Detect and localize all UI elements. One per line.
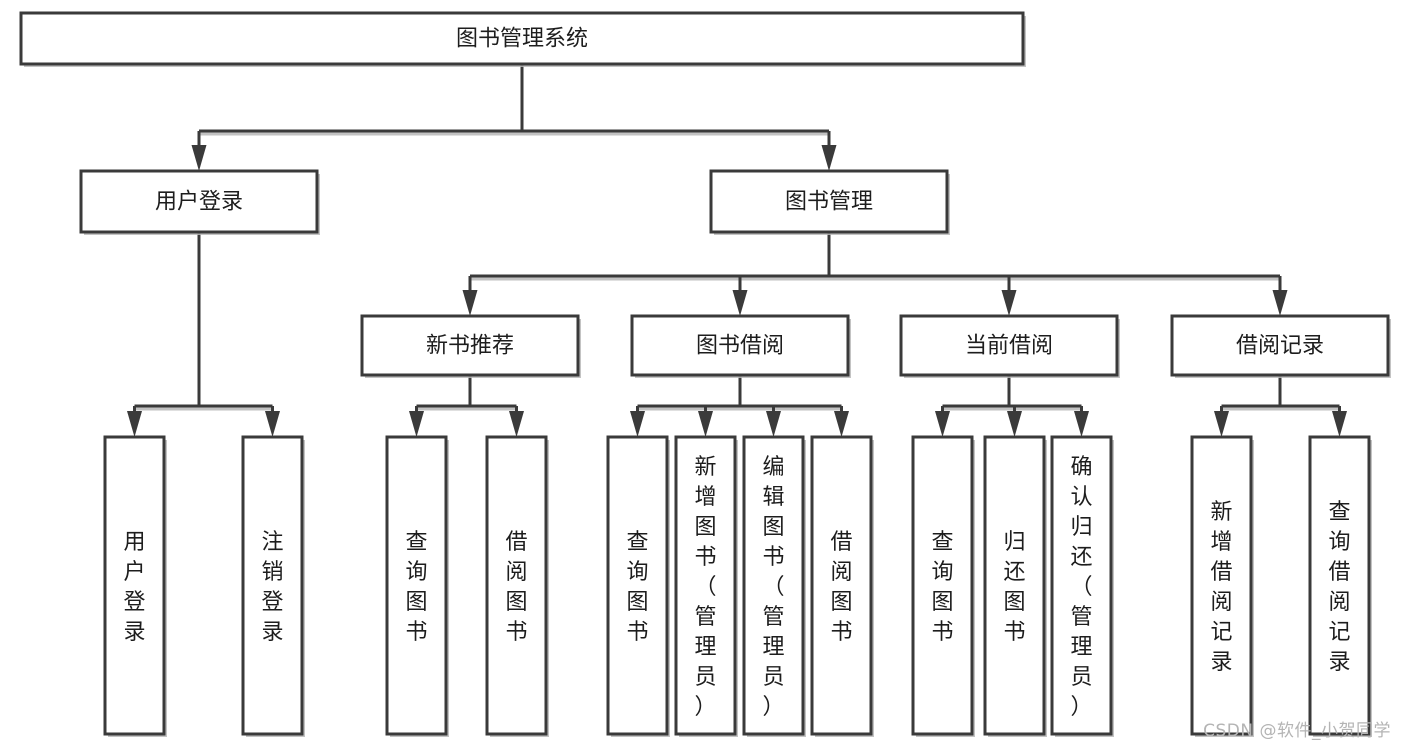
- node-box[interactable]: [630, 314, 850, 377]
- node-borrow-record[interactable]: 借阅记录: [1170, 314, 1391, 378]
- connector-group-root: [191, 64, 837, 171]
- node-label: 借阅图书: [505, 530, 527, 645]
- node-label: 图书借阅: [696, 334, 784, 359]
- node-label: 当前借阅: [965, 334, 1053, 359]
- connector-group-borrow-record: [1214, 375, 1347, 437]
- node-label: 新增借阅记录: [1210, 500, 1232, 675]
- node-label: 图书管理系统: [456, 27, 588, 52]
- node-box[interactable]: [709, 169, 949, 234]
- arrow-head-icon: [1214, 411, 1229, 437]
- node-book-borrow[interactable]: 图书借阅: [630, 314, 851, 378]
- connector-group-current-borrow: [935, 375, 1089, 437]
- node-label: 查询图书: [405, 530, 427, 645]
- node-box[interactable]: [1308, 435, 1371, 736]
- node-leaf-add-book[interactable]: 新增图书（管理员）: [674, 435, 738, 737]
- node-box[interactable]: [241, 435, 304, 736]
- arrow-head-icon: [409, 411, 424, 437]
- node-box[interactable]: [899, 314, 1119, 377]
- node-label: 查询图书: [931, 530, 953, 645]
- node-label: 借阅图书: [830, 530, 852, 645]
- node-current-borrow[interactable]: 当前借阅: [899, 314, 1120, 378]
- node-label: 查询图书: [626, 530, 648, 645]
- node-leaf-edit-book[interactable]: 编辑图书（管理员）: [742, 435, 806, 737]
- node-label: 用户登录: [155, 190, 243, 215]
- node-root[interactable]: 图书管理系统: [19, 11, 1026, 67]
- node-box[interactable]: [983, 435, 1046, 736]
- arrow-head-icon: [1332, 411, 1347, 437]
- arrow-head-icon: [509, 411, 524, 437]
- arrow-head-icon: [1074, 411, 1089, 437]
- node-leaf-add-record[interactable]: 新增借阅记录: [1190, 435, 1254, 737]
- node-box[interactable]: [1050, 435, 1113, 736]
- arrow-head-icon: [127, 411, 142, 437]
- node-label: 新书推荐: [426, 334, 514, 359]
- connector-group-book-borrow: [630, 375, 849, 437]
- arrow-head-icon: [766, 411, 781, 437]
- node-box[interactable]: [385, 435, 448, 736]
- node-label: 归还图书: [1003, 530, 1025, 645]
- node-leaf-query-book-1[interactable]: 查询图书: [385, 435, 449, 737]
- node-leaf-borrow-book-1[interactable]: 借阅图书: [485, 435, 549, 737]
- node-leaf-logout[interactable]: 注销登录: [241, 435, 305, 737]
- arrow-head-icon: [1007, 411, 1022, 437]
- node-leaf-query-record[interactable]: 查询借阅记录: [1308, 435, 1372, 737]
- node-label: 图书管理: [785, 190, 873, 215]
- connector-group-book-manage: [462, 232, 1288, 316]
- node-layer: 图书管理系统用户登录图书管理新书推荐图书借阅当前借阅借阅记录用户登录注销登录查询…: [19, 11, 1391, 737]
- node-box[interactable]: [674, 435, 737, 736]
- node-label: 查询借阅记录: [1328, 500, 1350, 675]
- arrow-head-icon: [698, 411, 713, 437]
- connector-group-user-login: [127, 232, 280, 437]
- arrow-head-icon: [732, 290, 748, 316]
- arrow-head-icon: [265, 411, 280, 437]
- arrow-head-icon: [821, 145, 837, 171]
- node-box[interactable]: [606, 435, 669, 736]
- node-leaf-query-book-3[interactable]: 查询图书: [911, 435, 975, 737]
- node-new-book-rec[interactable]: 新书推荐: [360, 314, 581, 378]
- node-leaf-query-book-2[interactable]: 查询图书: [606, 435, 670, 737]
- arrow-head-icon: [462, 290, 478, 316]
- node-leaf-return-book[interactable]: 归还图书: [983, 435, 1047, 737]
- connector-group-new-book-rec: [409, 375, 524, 437]
- node-box[interactable]: [810, 435, 873, 736]
- node-box[interactable]: [1190, 435, 1253, 736]
- connector-layer: [127, 64, 1347, 437]
- node-box[interactable]: [1170, 314, 1390, 377]
- watermark-label: CSDN @软件_小贺同学: [1203, 721, 1391, 741]
- node-label: 编辑图书（管理员）: [762, 455, 784, 720]
- arrow-head-icon: [1272, 290, 1288, 316]
- node-user-login[interactable]: 用户登录: [79, 169, 320, 235]
- node-book-manage[interactable]: 图书管理: [709, 169, 950, 235]
- node-box[interactable]: [19, 11, 1025, 66]
- node-label: 新增图书（管理员）: [694, 455, 716, 720]
- arrow-head-icon: [935, 411, 950, 437]
- node-box[interactable]: [485, 435, 548, 736]
- node-label: 借阅记录: [1236, 334, 1324, 359]
- node-label: 确认归还（管理员）: [1070, 455, 1092, 720]
- arrow-head-icon: [1001, 290, 1017, 316]
- node-box[interactable]: [103, 435, 166, 736]
- node-box[interactable]: [911, 435, 974, 736]
- node-leaf-confirm-return[interactable]: 确认归还（管理员）: [1050, 435, 1114, 737]
- node-box[interactable]: [742, 435, 805, 736]
- arrow-head-icon: [191, 145, 207, 171]
- node-label: 注销登录: [261, 530, 283, 645]
- arrow-head-icon: [834, 411, 849, 437]
- node-leaf-borrow-book-2[interactable]: 借阅图书: [810, 435, 874, 737]
- node-label: 用户登录: [123, 530, 145, 645]
- arrow-head-icon: [630, 411, 645, 437]
- node-box[interactable]: [360, 314, 580, 377]
- node-box[interactable]: [79, 169, 319, 234]
- node-leaf-user-login[interactable]: 用户登录: [103, 435, 167, 737]
